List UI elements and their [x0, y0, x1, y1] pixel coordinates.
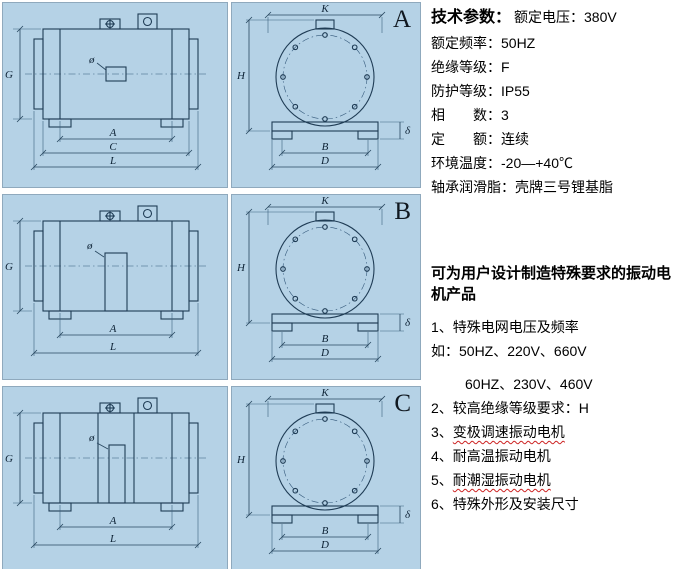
dim-label-a: A	[109, 515, 117, 527]
dim-label-a: A	[109, 323, 117, 335]
spec-value: 壳牌三号锂基脂	[515, 179, 613, 195]
dim-label-l: L	[109, 155, 116, 167]
item-num: 3、	[431, 424, 453, 440]
spec-row-ambient-temp: 环境温度：-20—+40℃	[431, 155, 681, 171]
dim-label-d: D	[320, 347, 329, 359]
item-num: 4、	[431, 448, 453, 464]
spec-row-insulation: 绝缘等级：F	[431, 59, 681, 75]
motor-front-view-drawing: K H	[236, 195, 411, 363]
dim-label-b: B	[322, 141, 329, 153]
dim-label-dia: ø	[88, 432, 95, 444]
motor-side-view-a: G ø A C	[2, 2, 228, 188]
item-text: 耐潮湿振动电机	[452, 472, 551, 488]
spec-label: 环境温度：	[431, 155, 501, 171]
spec-value: IP55	[501, 83, 530, 99]
spec-label: 相 数：	[431, 107, 501, 123]
spec-value: -20—+40℃	[501, 155, 573, 171]
spec-row-phases: 相 数：3	[431, 107, 681, 123]
custom-item-4: 4、耐高温振动电机	[431, 448, 681, 464]
spec-label: 绝缘等级：	[431, 59, 501, 75]
dim-label-h: H	[236, 454, 246, 466]
spec-value: F	[501, 59, 510, 75]
technical-drawing-panel-c: G ø A L	[2, 386, 421, 569]
custom-item-2: 2、较高绝缘等级要求：H	[431, 400, 681, 416]
item-num: 如：	[431, 343, 459, 359]
spec-value: 3	[501, 107, 509, 123]
motor-side-view-c: G ø A L	[2, 386, 228, 569]
spec-row-grease: 轴承润滑脂：壳牌三号锂基脂	[431, 179, 681, 195]
dim-label-g: G	[5, 69, 13, 81]
spec-row-voltage: 技术参数：额定电压：380V	[431, 8, 681, 27]
spec-label: 轴承润滑脂：	[431, 179, 515, 195]
dim-label-h: H	[236, 262, 246, 274]
technical-drawing-panel-a: G ø A C	[2, 2, 421, 188]
dim-label-delta: δ	[405, 125, 411, 137]
technical-drawing-panel-b: G ø A L	[2, 194, 421, 380]
item-text: 特殊外形及安装尺寸	[452, 496, 579, 512]
item-text: 变极调速振动电机	[452, 424, 565, 440]
motor-front-view-drawing: K H	[236, 387, 411, 555]
spec-label: 定 额：	[431, 131, 501, 147]
dim-label-delta: δ	[405, 509, 411, 521]
custom-item-5: 5、耐潮湿振动电机	[431, 472, 681, 488]
item-text: 50HZ、220V、660V	[459, 343, 587, 359]
motor-front-view-a: K H	[231, 2, 421, 188]
spec-row-frequency: 额定频率：50HZ	[431, 35, 681, 51]
dim-label-d: D	[320, 539, 329, 551]
drawings-column: G ø A C	[2, 2, 421, 569]
info-column: 技术参数：额定电压：380V 额定频率：50HZ 绝缘等级：F 防护等级：IP5…	[421, 0, 685, 569]
spec-label: 额定电压：	[514, 9, 585, 25]
custom-products-list: 1、特殊电网电压及频率 如：50HZ、220V、660V 60HZ、230V、4…	[431, 319, 681, 512]
specs-title: 技术参数：	[431, 9, 512, 26]
spec-row-protection: 防护等级：IP55	[431, 83, 681, 99]
dim-label-g: G	[5, 453, 13, 465]
item-text: 较高绝缘等级要求：H	[452, 400, 589, 416]
dim-label-c: C	[109, 141, 117, 153]
dim-label-dia: ø	[88, 54, 95, 66]
item-text: 特殊电网电压及频率	[452, 319, 579, 335]
dim-label-b: B	[322, 525, 329, 537]
spec-value: 50HZ	[501, 35, 536, 51]
motor-front-view-b: K H	[231, 194, 421, 380]
custom-item-6: 6、特殊外形及安装尺寸	[431, 496, 681, 512]
panel-letter: B	[394, 198, 411, 225]
dim-label-dia: ø	[86, 240, 93, 252]
custom-item-3: 3、变极调速振动电机	[431, 424, 681, 440]
panel-letter: A	[392, 6, 411, 33]
custom-item-example: 如：50HZ、220V、660V	[431, 343, 681, 359]
dim-label-d: D	[320, 155, 329, 167]
panel-letter: C	[394, 390, 411, 417]
dim-label-a: A	[109, 127, 117, 139]
spec-value: 连续	[501, 131, 529, 147]
motor-side-view-drawing: G ø A C	[5, 13, 207, 171]
custom-item-1: 1、特殊电网电压及频率	[431, 319, 681, 335]
dim-label-h: H	[236, 70, 246, 82]
motor-front-view-drawing: K H	[236, 3, 411, 171]
motor-side-view-b: G ø A L	[2, 194, 228, 380]
dim-label-k: K	[320, 3, 329, 15]
item-num: 5、	[431, 472, 453, 488]
dim-label-g: G	[5, 261, 13, 273]
item-text: 60HZ、230V、460V	[465, 376, 593, 392]
dim-label-delta: δ	[405, 317, 411, 329]
custom-products-heading: 可为用户设计制造特殊要求的振动电机产品	[431, 265, 672, 303]
dim-label-k: K	[320, 195, 329, 207]
spec-value: 380V	[584, 9, 617, 25]
motor-side-view-drawing: G ø A L	[5, 397, 207, 549]
spec-label: 防护等级：	[431, 83, 501, 99]
spec-label: 额定频率：	[431, 35, 501, 51]
item-num: 1、	[431, 319, 453, 335]
spec-row-duty: 定 额：连续	[431, 131, 681, 147]
item-num: 6、	[431, 496, 453, 512]
motor-front-view-c: K H	[231, 386, 421, 569]
dim-label-l: L	[109, 341, 116, 353]
custom-item-example-2: 60HZ、230V、460V	[431, 376, 681, 392]
dim-label-b: B	[322, 333, 329, 345]
dim-label-k: K	[320, 387, 329, 399]
item-text: 耐高温振动电机	[452, 448, 551, 464]
motor-side-view-drawing: G ø A L	[5, 205, 207, 357]
item-num: 2、	[431, 400, 453, 416]
dim-label-l: L	[109, 533, 116, 545]
